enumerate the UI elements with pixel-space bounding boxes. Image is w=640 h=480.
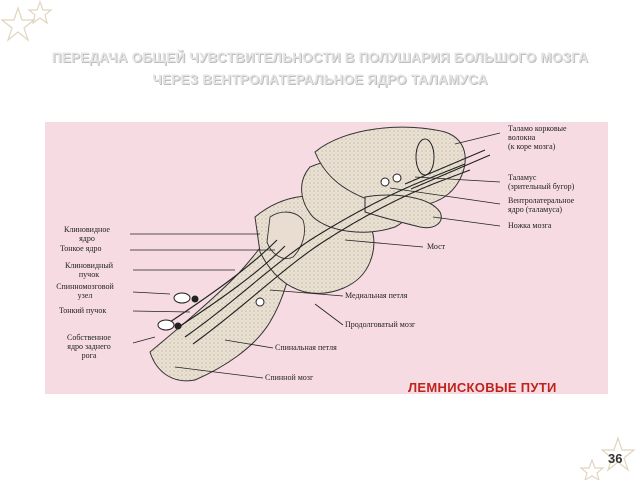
label-wedge-nucleus: Клиновидное ядро: [64, 225, 110, 243]
label-dorsal-horn-nucleus: Собственное ядро заднего рога: [67, 333, 111, 360]
label-cerebral-peduncle: Ножка мозга: [508, 221, 552, 230]
page-number: 36: [608, 451, 623, 466]
brainstem-illustration: [130, 126, 501, 382]
label-pons: Мост: [427, 242, 446, 251]
spinal-ganglia: [157, 292, 199, 331]
label-gracile-fasciculus: Тонкий пучок: [59, 306, 107, 315]
label-thalamocortical-fibers: Таламо корковые волокна (к коре мозга): [508, 124, 567, 151]
dorsal-nuclei-shape: [266, 211, 305, 259]
label-gracile-nucleus: Тонкое ядро: [60, 244, 102, 253]
slide-title-line-1: ПЕРЕДАЧА ОБЩЕЙ ЧУВСТВИТЕЛЬНОСТИ В ПОЛУША…: [51, 50, 589, 65]
label-spinal-cord: Спинной мозг: [265, 373, 314, 382]
label-wedge-fasciculus: Клиновидный пучок: [65, 261, 113, 279]
diagram-panel: Клиновидное ядро Тонкое ядро Клиновидный…: [45, 122, 608, 394]
label-ventrolateral-nucleus: Вентролатеральное ядро (таламуса): [508, 196, 575, 214]
label-medial-lemniscus: Медиальная петля: [345, 291, 408, 300]
fiber-bundle-ellipse: [415, 138, 435, 176]
label-medulla: Продолговатый мозг: [345, 320, 416, 329]
label-thalamus: Таламус (зрительный бугор): [508, 173, 575, 191]
thalamus-shape: [314, 126, 466, 208]
relay-neurons: [255, 173, 402, 307]
leader-lines: [130, 132, 501, 379]
slide-title-line-2: ЧЕРЕЗ ВЕНТРОЛАТЕРАЛЬНОЕ ЯДРО ТАЛАМУСА: [152, 72, 488, 87]
cerebral-peduncle-shape: [364, 194, 442, 229]
label-spinal-lemniscus: Спинальная петля: [275, 343, 337, 352]
lemniscal-pathways-title: ЛЕМНИСКОВЫЕ ПУТИ: [408, 380, 557, 395]
label-spinal-ganglion: Спинномозговой узел: [56, 282, 114, 300]
